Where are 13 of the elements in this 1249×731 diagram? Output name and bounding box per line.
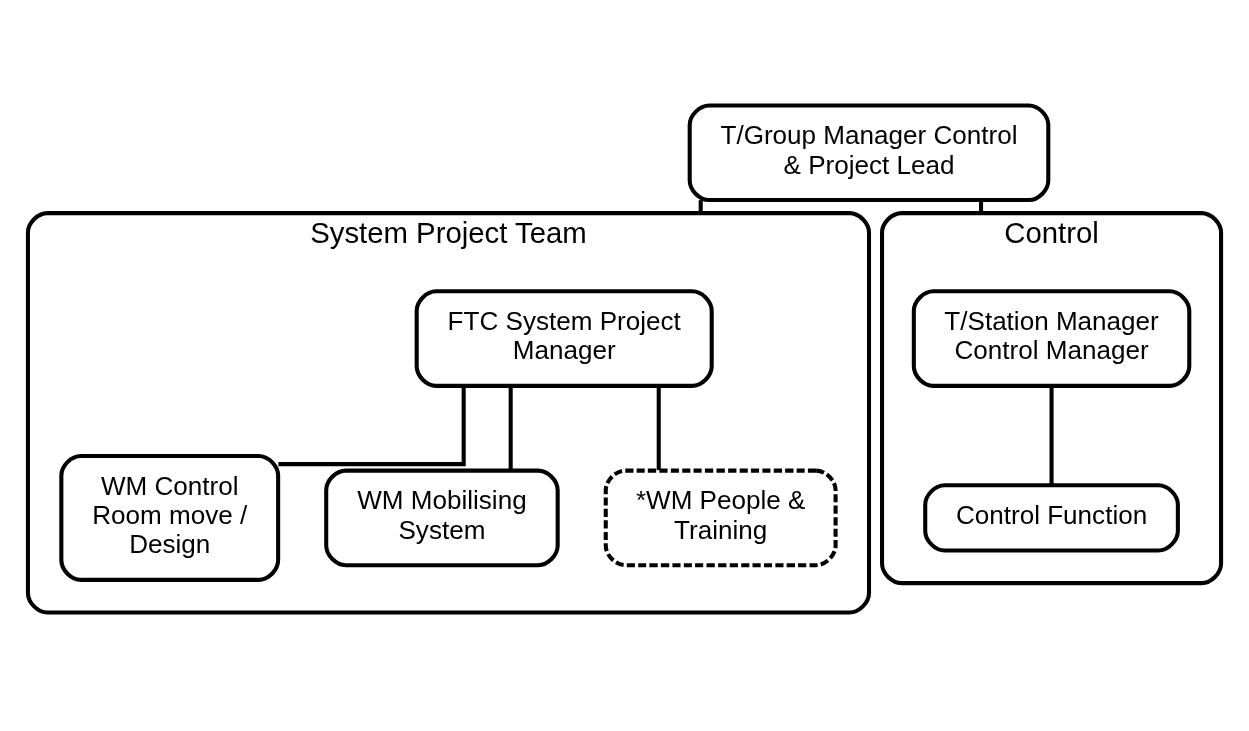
node-box: *WM People & Training xyxy=(603,468,838,568)
node-box: WM Mobilising System xyxy=(324,468,560,568)
connector xyxy=(979,200,984,214)
connector xyxy=(278,386,466,467)
node-box: FTC System Project Manager xyxy=(414,289,714,388)
node-box: Control Function xyxy=(923,483,1180,553)
connector xyxy=(1049,386,1054,485)
connector xyxy=(698,200,703,214)
node-box: T/Group Manager Control & Project Lead xyxy=(687,103,1051,203)
node-box: WM Control Room move / Design xyxy=(59,453,281,582)
node-box: T/Station Manager Control Manager xyxy=(911,289,1192,388)
connector xyxy=(656,386,661,471)
connector xyxy=(508,386,513,471)
